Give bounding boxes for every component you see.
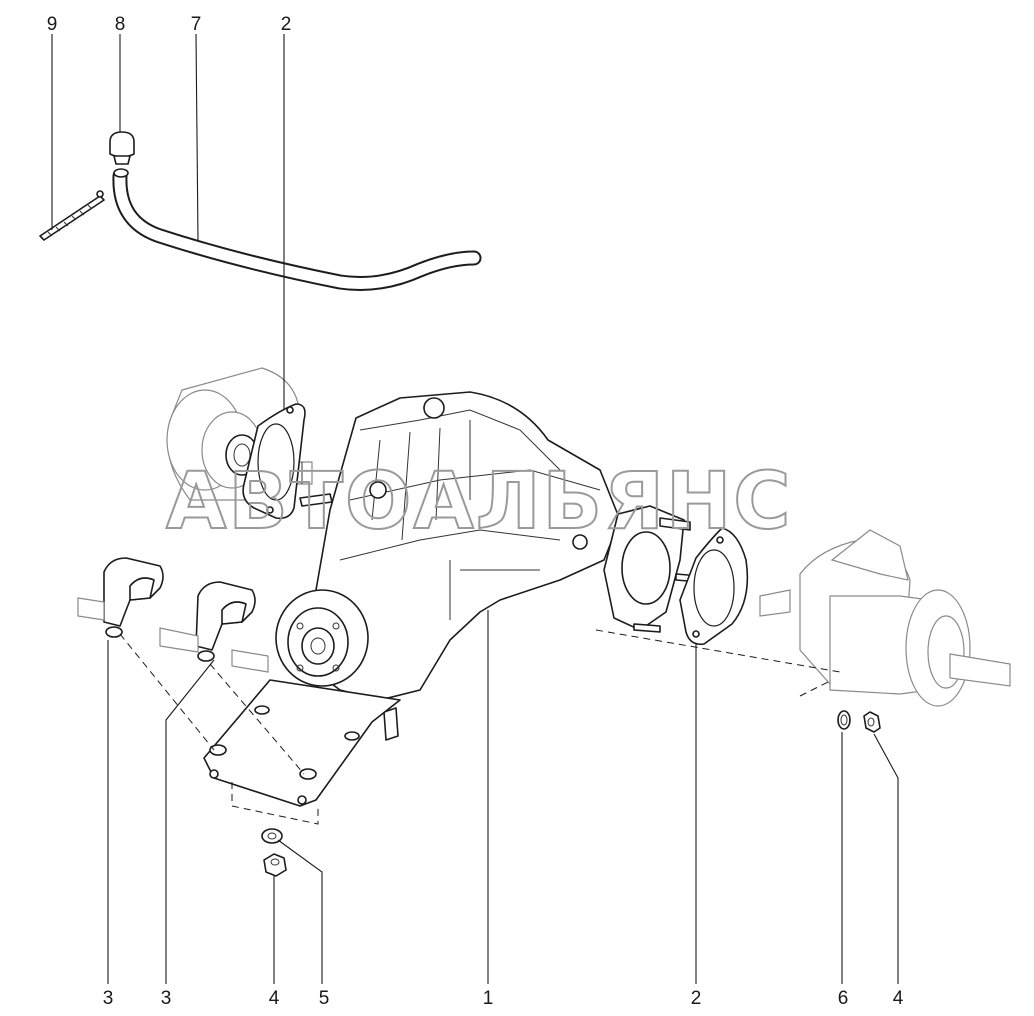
part-7-breather-hose bbox=[112, 168, 482, 291]
callout-3-first: 3 bbox=[103, 988, 114, 1009]
callouts-top: 9 8 7 2 bbox=[47, 14, 292, 35]
callout-5: 5 bbox=[319, 988, 330, 1009]
callout-2-bottom: 2 bbox=[691, 988, 702, 1009]
part-4-nut-left bbox=[263, 853, 287, 877]
leader-lines bbox=[51, 33, 899, 984]
callout-4-right: 4 bbox=[893, 988, 904, 1009]
mounting-plate bbox=[203, 679, 401, 807]
part-2-gasket-left bbox=[242, 403, 306, 520]
callout-4-left: 4 bbox=[269, 988, 280, 1009]
assembly-guide-lines bbox=[119, 629, 841, 825]
callout-3-second: 3 bbox=[161, 988, 172, 1009]
callout-8: 8 bbox=[115, 14, 126, 35]
part-3-bracket-b bbox=[195, 581, 256, 662]
part-1-axle-housing bbox=[275, 391, 701, 741]
part-9-clamp bbox=[39, 190, 105, 241]
callouts-bottom: 3 3 4 5 1 2 6 4 bbox=[103, 988, 904, 1009]
callout-9: 9 bbox=[47, 14, 58, 35]
part-8-breather-cap bbox=[109, 131, 135, 165]
callout-2-top: 2 bbox=[281, 14, 292, 35]
ghost-drive-unit-right bbox=[759, 529, 1011, 707]
ghost-shafts-left bbox=[77, 597, 269, 673]
part-2-gasket-right bbox=[679, 527, 749, 646]
part-3-bracket-a bbox=[103, 557, 164, 638]
callout-7: 7 bbox=[191, 14, 202, 35]
part-5-washer bbox=[261, 828, 283, 844]
part-4-nut-right bbox=[863, 711, 881, 733]
part-6-washer bbox=[837, 710, 851, 730]
callout-1: 1 bbox=[483, 988, 494, 1009]
watermark-text: АВТОАЛЬЯНС bbox=[166, 457, 793, 547]
callout-6: 6 bbox=[838, 988, 849, 1009]
